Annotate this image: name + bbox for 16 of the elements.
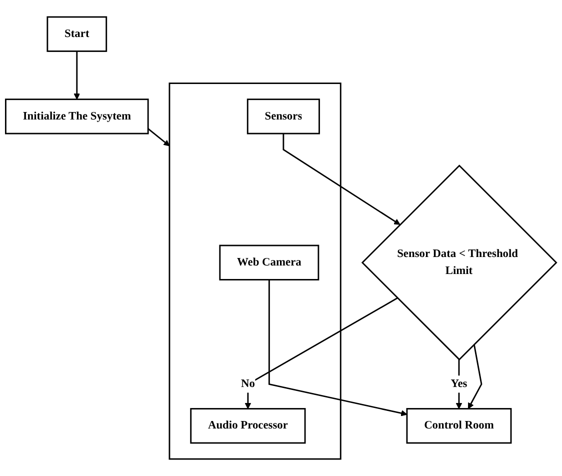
arrow (268, 280, 408, 416)
node-box: Start (46, 16, 108, 52)
node-box: Sensors (246, 98, 320, 134)
edge-label: No (240, 378, 255, 390)
arrow (282, 134, 400, 225)
arrow (148, 128, 170, 146)
node-box: Control Room (406, 408, 512, 444)
node-box: Web Camera (219, 244, 320, 280)
arrow (74, 51, 80, 100)
node-box: Audio Processor (190, 408, 306, 444)
edge-label: Yes (450, 378, 468, 390)
cluster (168, 82, 342, 460)
node-box: Initialize The Sysytem (5, 98, 149, 134)
node-diamond: Sensor Data < Threshold Limit (361, 164, 558, 361)
arrow (244, 297, 398, 410)
arrow (468, 344, 482, 410)
